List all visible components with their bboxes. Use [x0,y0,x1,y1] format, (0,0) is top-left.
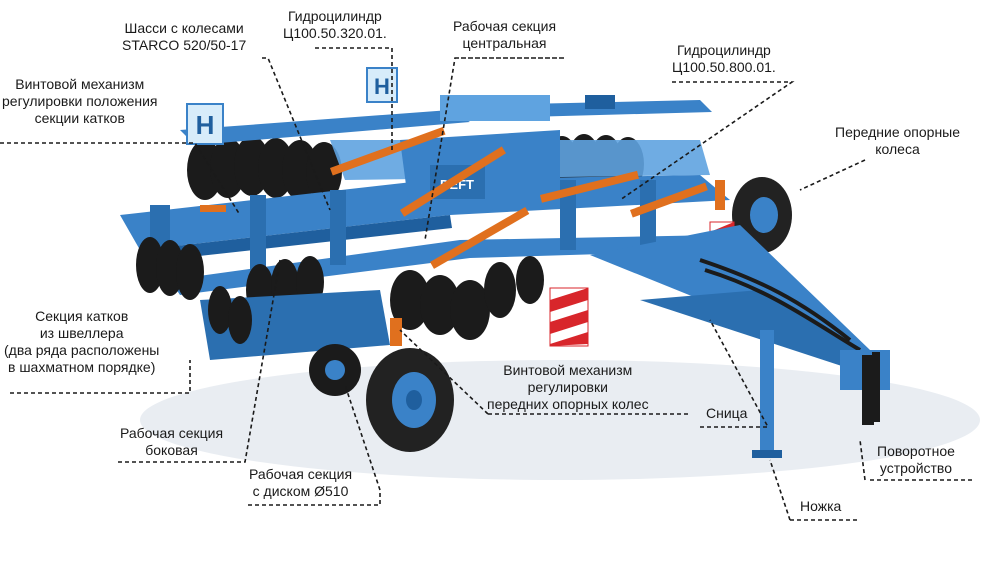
leader-central [424,57,565,241]
label-screw-rollers-line-2: регулировки положения [2,93,158,109]
label-chassis-line-1: Шасси с колесами [124,20,244,36]
label-screw-front: Винтовой механизм регулировки передних о… [487,362,649,413]
drawbar [590,225,875,372]
label-swivel-line-2: устройство [879,460,953,476]
marker-plate-right: H [366,67,398,103]
label-roller-section: Секция катков из швеллера (два ряда расп… [4,308,159,376]
label-leg: Ножка [800,498,841,515]
label-front-wheels: Передние опорные колеса [835,124,960,158]
marker-plate-right-text: H [374,74,390,99]
leader-swivel [859,439,975,481]
stand-leg [752,330,782,458]
label-screw-rollers-line-3: секции катков [34,110,125,126]
leader-hydro-2 [619,81,795,201]
label-swivel: Поворотное устройство [877,443,955,477]
label-screw-rollers: Винтовой механизм регулировки положения … [2,76,158,127]
label-central-section: Рабочая секция центральная [453,18,556,52]
label-hydro-1-line-2: Ц100.50.320.01. [283,25,387,41]
leader-lines [0,47,975,521]
roller-section-front [200,286,390,396]
label-side-section-line-2: боковая [145,442,198,458]
label-disc-section: Рабочая секция с диском Ø510 [249,466,352,500]
chassis-wheel [366,348,454,452]
label-leg-line-1: Ножка [800,498,842,514]
leader-hydro-1 [315,47,393,150]
label-screw-front-line-2: регулировки [527,379,608,395]
label-drawbar: Сница [706,405,747,422]
label-chassis: Шасси с колесами STARCO 520/50-17 [122,20,246,54]
leader-drawbar [700,319,770,428]
label-central-section-line-2: центральная [462,35,547,51]
label-disc-section-line-2: с диском Ø510 [252,483,349,499]
label-front-wheels-line-1: Передние опорные [835,124,961,140]
label-screw-front-line-1: Винтовой механизм [503,362,633,378]
label-drawbar-line-1: Сница [706,405,748,421]
leader-leg [769,459,860,521]
leader-roller-section [10,360,191,394]
label-hydro-2-line-2: Ц100.50.800.01. [672,59,776,75]
label-hydro-1-line-1: Гидроцилиндр [287,8,382,24]
leader-chassis [262,57,331,211]
label-front-wheels-line-2: колеса [875,141,920,157]
label-screw-front-line-3: передних опорных колес [487,396,649,412]
label-side-section-line-1: Рабочая секция [120,425,224,441]
leader-side-section [118,259,281,463]
marker-plate-left-text: H [196,110,215,140]
label-roller-section-line-1: Секция катков [35,308,129,324]
leader-screw-rollers [0,142,241,216]
label-central-section-line-1: Рабочая секция [453,18,557,34]
frame-rear [180,95,712,145]
leader-screw-front [399,329,690,415]
label-screw-rollers-line-1: Винтовой механизм [15,76,145,92]
label-hydro-1: Гидроцилиндр Ц100.50.320.01. [283,8,387,42]
label-roller-section-line-3: (два ряда расположены [4,342,160,358]
marker-plate-left: H [186,103,224,145]
leader-front-wheels [799,159,866,191]
label-swivel-line-1: Поворотное [877,443,955,459]
label-roller-section-line-4: в шахматном порядке) [8,359,156,375]
label-side-section: Рабочая секция боковая [120,425,223,459]
label-disc-section-line-1: Рабочая секция [249,466,353,482]
leader-disc-section [248,384,381,506]
label-roller-section-line-2: из швеллера [39,325,124,341]
label-chassis-line-2: STARCO 520/50-17 [122,37,247,53]
swivel-device [840,350,890,425]
hazard-plate-left [549,287,589,347]
label-hydro-2: Гидроцилиндр Ц100.50.800.01. [672,42,776,76]
hydraulic-cylinders [200,126,725,346]
label-hydro-2-line-1: Гидроцилиндр [676,42,771,58]
